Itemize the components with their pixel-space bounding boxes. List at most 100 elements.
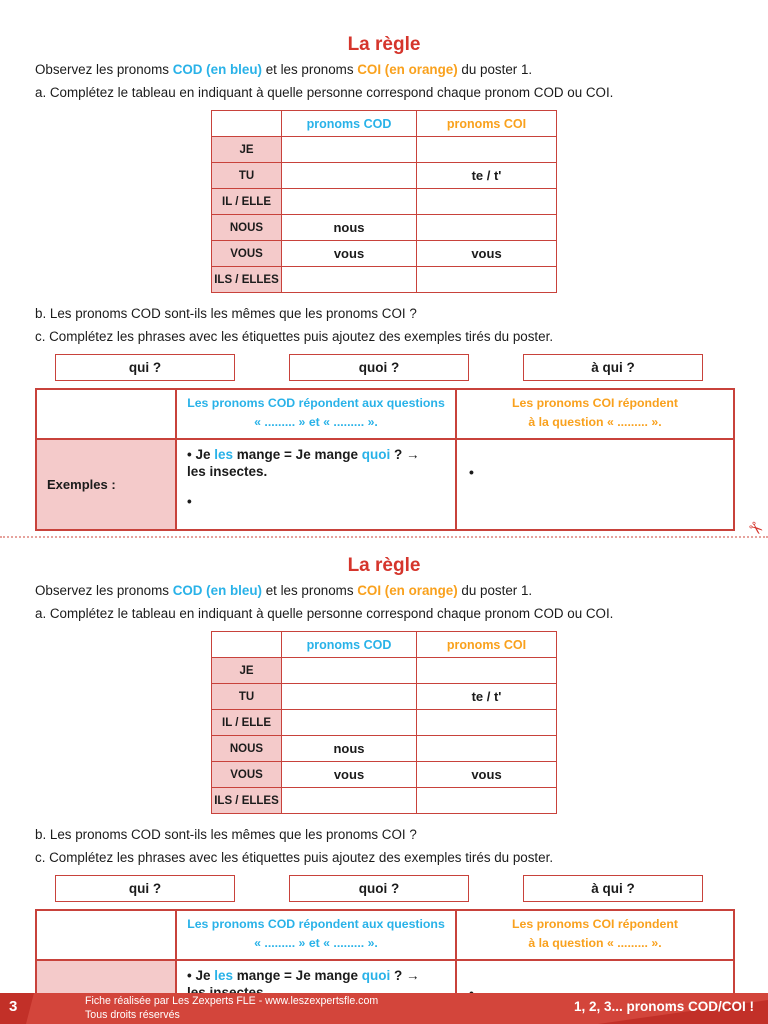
intro-part3: du poster 1. — [457, 62, 533, 77]
cod-cell — [281, 657, 417, 684]
coi-cell — [416, 188, 557, 215]
intro-text: Observez les pronoms COD (en bleu) et le… — [0, 582, 768, 599]
instruction-c: c. Complétez les phrases avec les étique… — [35, 850, 554, 865]
coi-header-line2: à la question « ......... ». — [528, 936, 662, 950]
table-row: VOUS vous vous — [211, 761, 557, 788]
example-text: • Je — [187, 447, 215, 462]
table-cell-empty — [35, 388, 177, 440]
cod-header-line2: « ......... » et « ......... ». — [254, 415, 378, 429]
row-label-tu: TU — [211, 683, 282, 710]
label-box-a-qui: à qui ? — [523, 354, 703, 381]
table-cell-empty — [211, 110, 282, 137]
cod-example-cell: • Je les mange = Je mange quoi ? →les in… — [175, 438, 457, 531]
coi-cell — [416, 266, 557, 293]
row-label-ils-elles: ILS / ELLES — [211, 266, 282, 293]
intro-coi-highlight: COI (en orange) — [357, 62, 458, 77]
table-row: TU te / t' — [211, 683, 557, 710]
table-row: IL / ELLE — [211, 709, 557, 736]
page-number: 3 — [9, 998, 18, 1015]
label-box-quoi: quoi ? — [289, 875, 469, 902]
intro-part2: et les pronoms — [261, 583, 358, 598]
row-label-vous: VOUS — [211, 761, 282, 788]
row-label-nous: NOUS — [211, 735, 282, 762]
worksheet-title: 1, 2, 3... pronoms COD/COI ! — [573, 999, 754, 1014]
instruction-a: a. Complétez le tableau en indiquant à q… — [35, 85, 614, 100]
coi-cell: te / t' — [416, 162, 557, 189]
cod-cell: nous — [281, 214, 417, 241]
example-text: mange = Je mange — [233, 968, 362, 983]
example-text: ? → — [390, 968, 420, 983]
table-row: VOUS vous vous — [211, 240, 557, 267]
cut-line — [0, 536, 768, 538]
pronoun-table-header-cod: pronoms COD — [281, 631, 417, 658]
intro-coi-highlight: COI (en orange) — [357, 583, 458, 598]
example-table-cod-header: Les pronoms COD répondent aux questions … — [175, 909, 457, 961]
label-boxes-row: qui ? quoi ? à qui ? — [55, 875, 703, 902]
credit-line2: Tous droits réservés — [85, 1008, 180, 1021]
footer-bar: 3 Fiche réalisée par Les Zexperts FLE - … — [0, 993, 768, 1024]
table-cell-empty — [211, 631, 282, 658]
intro-part1: Observez les pronoms — [35, 583, 173, 598]
coi-header-line1: Les pronoms COI répondent — [511, 396, 679, 410]
label-boxes-row: qui ? quoi ? à qui ? — [55, 354, 703, 381]
row-label-il-elle: IL / ELLE — [211, 709, 282, 736]
example-pronoun-les: les — [214, 968, 234, 983]
example-table-coi-header: Les pronoms COI répondent à la question … — [455, 388, 735, 440]
cod-header-line2: « ......... » et « ......... ». — [254, 936, 378, 950]
cod-cell — [281, 709, 417, 736]
cut-divider: ✂ — [0, 517, 768, 543]
coi-cell — [416, 136, 557, 163]
coi-cell — [416, 787, 557, 814]
coi-header-line2: à la question « ......... ». — [528, 415, 662, 429]
label-box-a-qui: à qui ? — [523, 875, 703, 902]
cod-cell — [281, 683, 417, 710]
example-table-coi-header: Les pronoms COI répondent à la question … — [455, 909, 735, 961]
row-label-vous: VOUS — [211, 240, 282, 267]
cod-cell: vous — [281, 240, 417, 267]
row-label-il-elle: IL / ELLE — [211, 188, 282, 215]
cod-cell — [281, 162, 417, 189]
empty-bullet: • — [187, 494, 192, 509]
intro-cod-highlight: COD (en bleu) — [172, 583, 262, 598]
table-row: NOUS nous — [211, 735, 557, 762]
coi-cell — [416, 735, 557, 762]
example-question-quoi: quoi — [361, 447, 391, 462]
worksheet-section-1: La règle Observez les pronoms COD (en bl… — [0, 34, 768, 543]
instruction-b: b. Les pronoms COD sont-ils les mêmes qu… — [35, 827, 417, 842]
row-label-je: JE — [211, 136, 282, 163]
intro-part2: et les pronoms — [261, 62, 358, 77]
intro-part1: Observez les pronoms — [35, 62, 173, 77]
cod-cell: nous — [281, 735, 417, 762]
example-pronoun-les: les — [214, 447, 234, 462]
example-table-cod-header: Les pronoms COD répondent aux questions … — [175, 388, 457, 440]
label-box-quoi: quoi ? — [289, 354, 469, 381]
row-label-tu: TU — [211, 162, 282, 189]
example-text: ? → — [390, 447, 420, 462]
cod-header-line1: Les pronoms COD répondent aux questions — [187, 917, 445, 931]
cod-cell — [281, 136, 417, 163]
example-table-header-row: Les pronoms COD répondent aux questions … — [35, 388, 735, 440]
coi-cell: vous — [416, 240, 557, 267]
label-box-qui: qui ? — [55, 875, 235, 902]
coi-cell — [416, 214, 557, 241]
table-row: JE — [211, 136, 557, 163]
intro-part3: du poster 1. — [457, 583, 533, 598]
row-label-nous: NOUS — [211, 214, 282, 241]
intro-cod-highlight: COD (en bleu) — [172, 62, 262, 77]
cod-cell: vous — [281, 761, 417, 788]
worksheet-section-2: La règle Observez les pronoms COD (en bl… — [0, 543, 768, 1024]
row-label-ils-elles: ILS / ELLES — [211, 787, 282, 814]
coi-cell — [416, 657, 557, 684]
instruction-a: a. Complétez le tableau en indiquant à q… — [35, 606, 614, 621]
pronoun-table: pronoms COD pronoms COI JE TU te / t' IL… — [211, 110, 557, 293]
example-table-body-row: Exemples : • Je les mange = Je mange quo… — [35, 438, 735, 531]
coi-example-cell: • — [455, 438, 735, 531]
coi-cell: vous — [416, 761, 557, 788]
coi-cell — [416, 709, 557, 736]
example-text: mange = Je mange — [233, 447, 362, 462]
label-box-qui: qui ? — [55, 354, 235, 381]
example-question-quoi: quoi — [361, 968, 391, 983]
cod-cell — [281, 188, 417, 215]
instruction-c: c. Complétez les phrases avec les étique… — [35, 329, 554, 344]
